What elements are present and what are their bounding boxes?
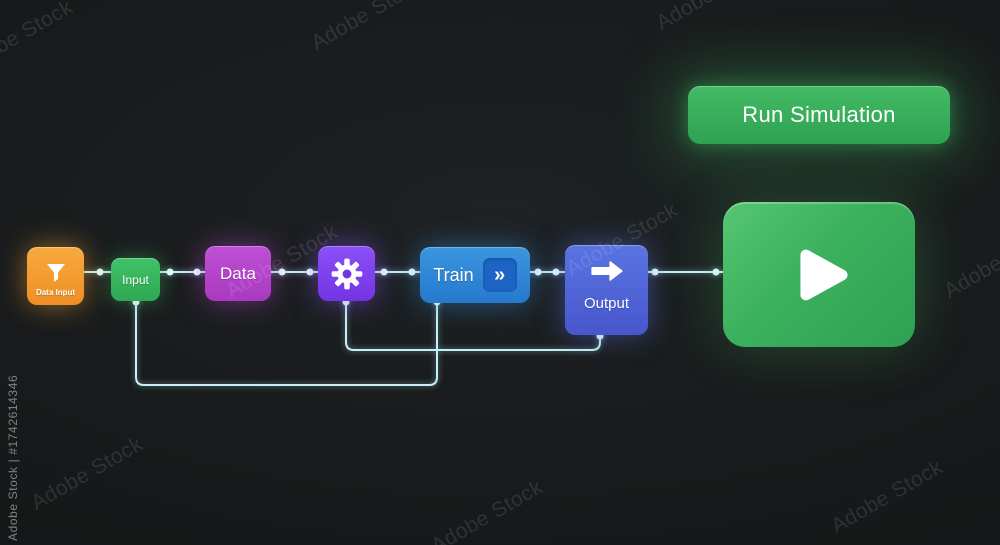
arrow-right-icon [590, 261, 623, 281]
connector-dot[interactable] [712, 268, 720, 276]
node-run-play[interactable] [723, 202, 915, 347]
gear-icon [331, 258, 362, 289]
node-input[interactable]: Input [111, 258, 160, 301]
connector-dot[interactable] [193, 268, 201, 276]
node-data[interactable]: Data [205, 246, 271, 301]
node-output[interactable]: Output [565, 245, 648, 335]
node-label: Input [122, 272, 149, 287]
node-label: Data Input [35, 288, 76, 297]
fast-forward-button[interactable]: » [482, 258, 517, 292]
node-label: Output [583, 295, 630, 312]
chevron-double-right-icon: » [494, 263, 506, 286]
connector-dot[interactable] [651, 268, 659, 276]
connector-dot[interactable] [96, 268, 104, 276]
connector-dot[interactable] [380, 268, 388, 276]
connector-dot[interactable] [408, 268, 416, 276]
feedback-wire-settings-output [345, 300, 601, 351]
node-settings[interactable] [318, 246, 375, 301]
connector-dot[interactable] [552, 268, 560, 276]
feedback-wire-input-train [135, 300, 438, 386]
node-label: Data [220, 263, 256, 283]
run-simulation-button[interactable]: Run Simulation [688, 86, 950, 144]
connector-dot[interactable] [166, 268, 174, 276]
connector-dot[interactable] [534, 268, 542, 276]
connector-dot[interactable] [306, 268, 314, 276]
play-icon [800, 249, 848, 300]
node-label: Train [433, 264, 474, 285]
node-train[interactable]: Train » [420, 247, 530, 303]
node-data-input[interactable]: Data Input [27, 247, 84, 305]
connector-dot[interactable] [278, 268, 286, 276]
funnel-icon [46, 264, 65, 282]
